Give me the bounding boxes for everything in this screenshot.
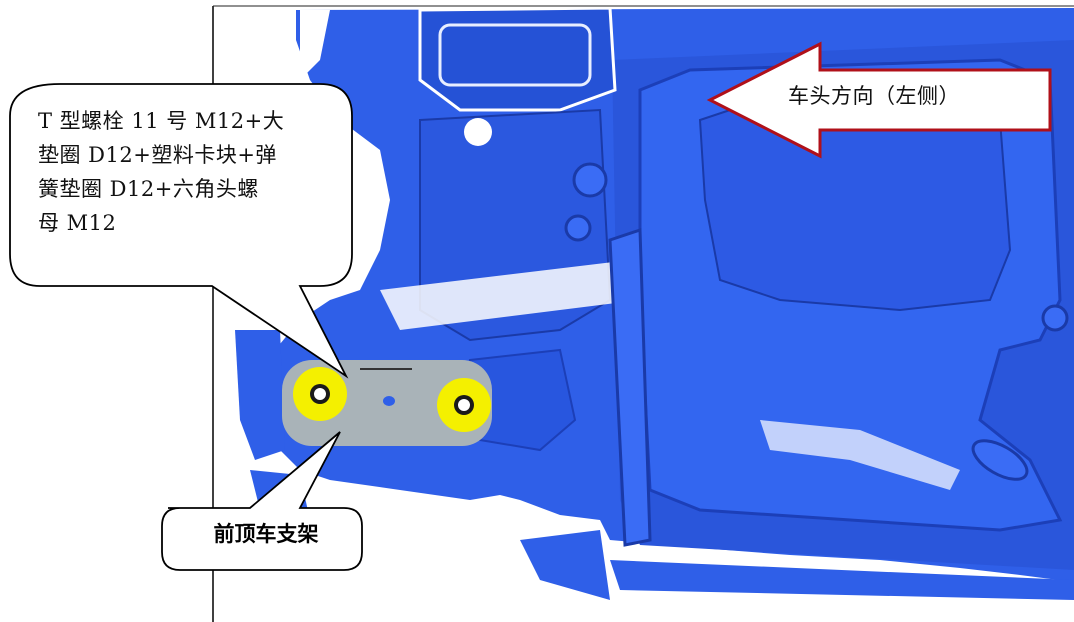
direction-arrow [706, 41, 1052, 159]
front-roof-bracket [282, 360, 492, 446]
part-label: 前顶车支架 [213, 522, 319, 546]
callout-line-4: 母 M12 [38, 211, 117, 235]
part-label-bubble [161, 431, 363, 571]
fastener-callout-bubble [9, 83, 353, 379]
fastener-callout-text: T 型螺栓 11 号 M12+大 垫圈 D12+塑料卡块+弹 簧垫圈 D12+六… [38, 104, 338, 240]
callout-line-3: 簧垫圈 D12+六角头螺 [38, 177, 259, 201]
direction-label: 车头方向（左侧） [788, 84, 960, 108]
callout-line-1: T 型螺栓 11 号 M12+大 [38, 109, 285, 133]
bracket-center-hole [383, 396, 395, 406]
callout-line-2: 垫圈 D12+塑料卡块+弹 [38, 143, 277, 167]
